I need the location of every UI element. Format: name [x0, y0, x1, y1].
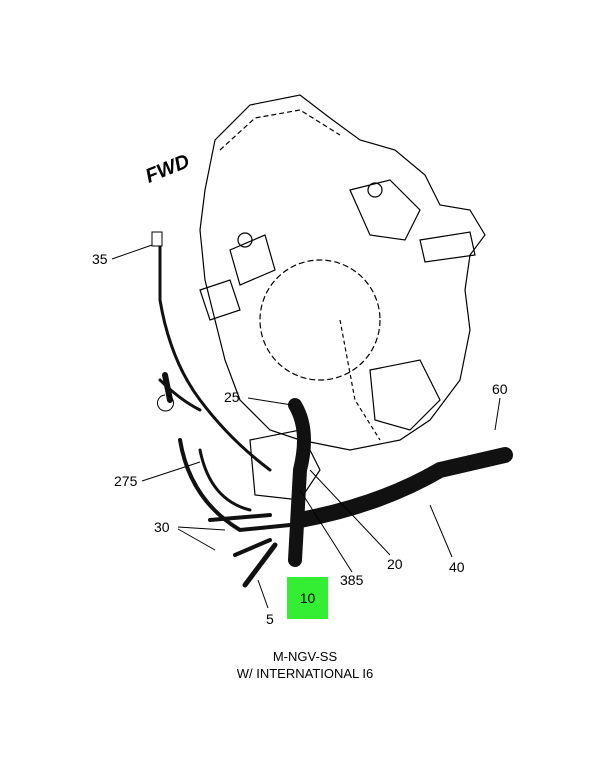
- leader-lines: [111, 231, 501, 609]
- caption-engine: W/ INTERNATIONAL I6: [236, 666, 374, 681]
- diagram-caption: M-NGV-SS W/ INTERNATIONAL I6: [0, 648, 610, 682]
- highlight-box: [287, 577, 328, 619]
- callout-20[interactable]: 20: [387, 556, 403, 572]
- callout-35[interactable]: 35: [92, 251, 108, 267]
- callout-10-highlighted[interactable]: 10: [299, 590, 316, 606]
- caption-model: M-NGV-SS: [272, 649, 338, 664]
- flywheel-housing: [199, 94, 486, 501]
- callout-25[interactable]: 25: [224, 389, 240, 405]
- callout-5[interactable]: 5: [266, 611, 274, 627]
- wiring-harness: [158, 243, 513, 588]
- callout-385[interactable]: 385: [340, 572, 364, 588]
- callout-40[interactable]: 40: [449, 559, 465, 575]
- callout-275[interactable]: 275: [114, 473, 138, 489]
- callout-60[interactable]: 60: [492, 381, 508, 397]
- callout-30[interactable]: 30: [154, 519, 170, 535]
